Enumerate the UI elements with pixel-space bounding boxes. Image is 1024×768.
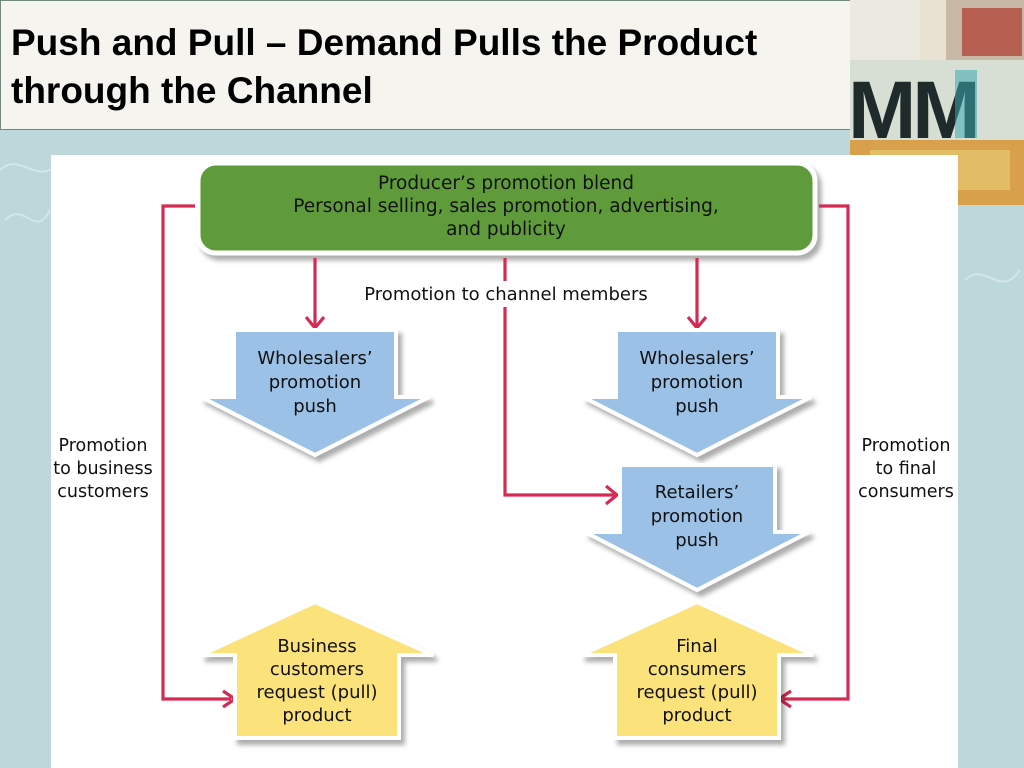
business-pull-line-1: Business — [277, 636, 356, 657]
push-pull-diagram: Producer’s promotion blend Personal sell… — [51, 160, 958, 740]
flow-arrows — [161, 204, 850, 709]
diagram-canvas: Producer’s promotion blend Personal sell… — [51, 155, 958, 768]
final-label-line-3: consumers — [858, 482, 954, 502]
business-customers-pull-arrow — [200, 599, 434, 740]
final-pull-line-4: product — [662, 705, 731, 726]
wholesalers-right-line-2: promotion — [651, 372, 743, 393]
wholesalers-left-push-arrow — [200, 328, 430, 458]
producer-line-1: Producer’s promotion blend — [378, 173, 634, 194]
wholesalers-right-push-arrow — [582, 328, 812, 458]
business-label-line-1: Promotion — [58, 436, 147, 456]
arrow-to-business-customers — [161, 204, 231, 701]
business-label-line-2: to business — [53, 459, 152, 479]
slide-title-line-1: Push and Pull – Demand Pulls the Product — [11, 22, 758, 63]
wholesalers-right-line-1: Wholesalers’ — [639, 348, 754, 369]
channel-members-label: Promotion to channel members — [364, 284, 647, 305]
producer-box — [195, 160, 818, 256]
final-pull-line-2: consumers — [648, 659, 747, 680]
final-pull-line-1: Final — [676, 636, 717, 657]
wholesalers-left-line-1: Wholesalers’ — [257, 348, 372, 369]
retailers-line-2: promotion — [651, 506, 743, 527]
final-label-line-2: to final — [876, 459, 937, 479]
retailers-line-3: push — [675, 530, 719, 551]
business-pull-line-3: request (pull) — [256, 682, 377, 703]
retailers-line-1: Retailers’ — [655, 482, 739, 503]
wholesalers-left-line-3: push — [293, 396, 337, 417]
business-label-line-3: customers — [57, 482, 149, 502]
slide-title-line-2: through the Channel — [11, 70, 373, 111]
slide-title: Push and Pull – Demand Pulls the Product… — [11, 19, 911, 115]
producer-line-3: and publicity — [446, 219, 566, 240]
arrow-to-final-consumers — [783, 204, 850, 701]
final-label-line-1: Promotion — [861, 436, 950, 456]
retailers-push-arrow — [584, 463, 810, 593]
arrow-to-retailers — [503, 258, 614, 497]
business-pull-line-2: customers — [270, 659, 364, 680]
business-pull-line-4: product — [282, 705, 351, 726]
wholesalers-right-line-3: push — [675, 396, 719, 417]
title-bar: Push and Pull – Demand Pulls the Product… — [0, 0, 942, 130]
producer-line-2: Personal selling, sales promotion, adver… — [293, 196, 719, 217]
arrowhead-retailers — [604, 484, 620, 506]
final-pull-line-3: request (pull) — [636, 682, 757, 703]
wholesalers-left-line-2: promotion — [269, 372, 361, 393]
final-consumers-pull-arrow — [580, 599, 814, 740]
